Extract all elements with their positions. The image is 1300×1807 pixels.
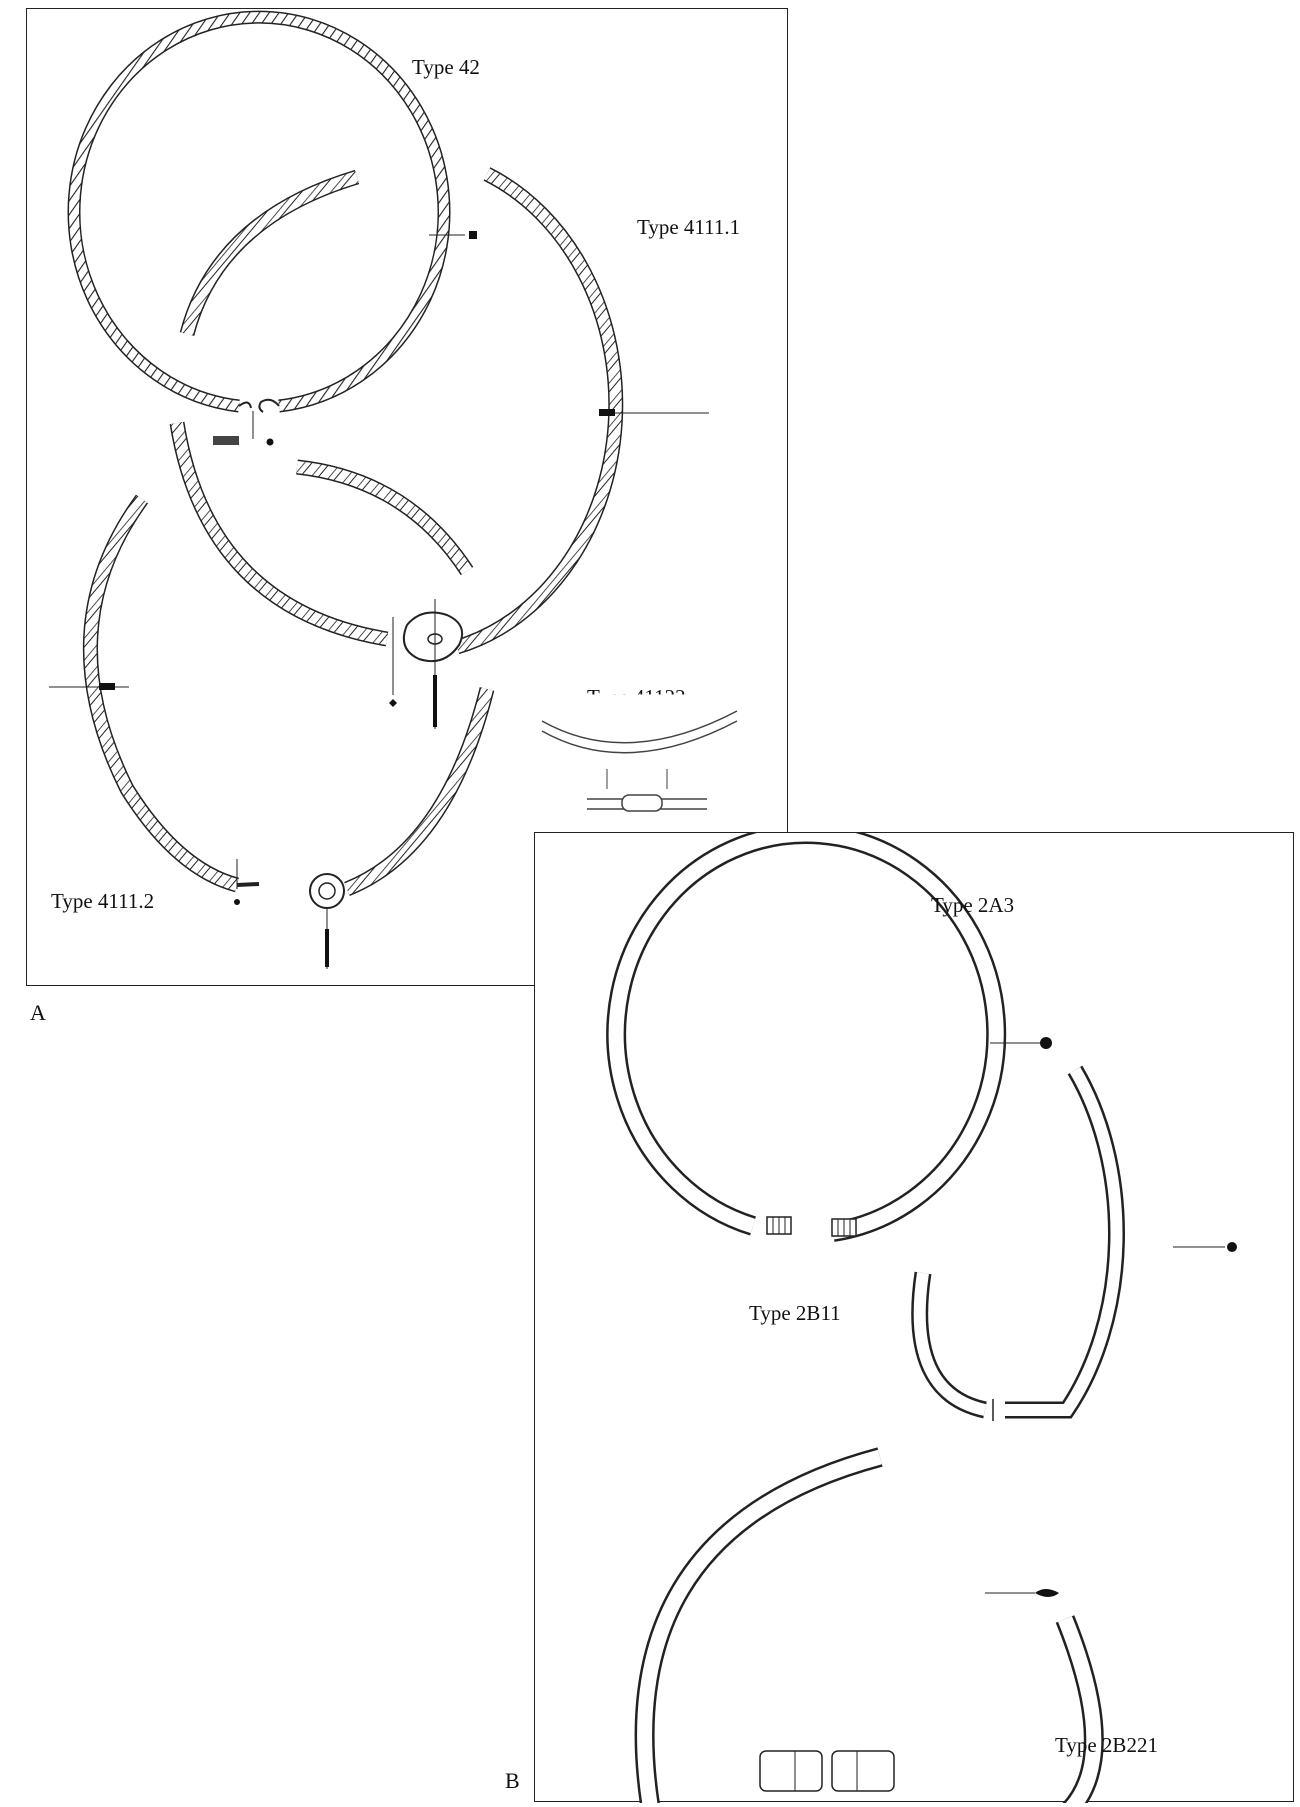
label-type-2a3: Type 2A3 (931, 893, 1015, 917)
panel-b-frame: Type 2A3 Type 2B11 Type 2B221 (534, 832, 1294, 1803)
panel-letter-a: A (30, 1000, 46, 1025)
torc-type-2b11-drawing (911, 1065, 1237, 1421)
label-type-42: Type 42 (412, 55, 480, 79)
torc-type-4111-1-drawing (169, 167, 709, 729)
panel-a-drawings (49, 10, 738, 969)
torc-type-4111-2-drawing (49, 494, 495, 969)
label-type-2b221: Type 2B221 (1055, 1733, 1158, 1757)
torc-type-2b221-drawing (634, 1447, 1104, 1803)
torc-type-41122-detail (541, 710, 738, 812)
label-type-4111-1: Type 4111.1 (637, 215, 741, 239)
label-type-2b11: Type 2B11 (749, 1301, 841, 1325)
panel-b-drawings (606, 833, 1237, 1803)
label-type-41122: Type 41122 (587, 685, 686, 709)
label-type-4111-2: Type 4111.2 (51, 889, 155, 913)
panel-a-frame: Type 42 Type 4111.1 Type 4111.2 Type 411… (26, 8, 788, 986)
torc-type-2a3-drawing (606, 833, 1052, 1242)
panel-letter-b: B (505, 1768, 520, 1793)
torc-type-42-drawing (67, 10, 477, 446)
